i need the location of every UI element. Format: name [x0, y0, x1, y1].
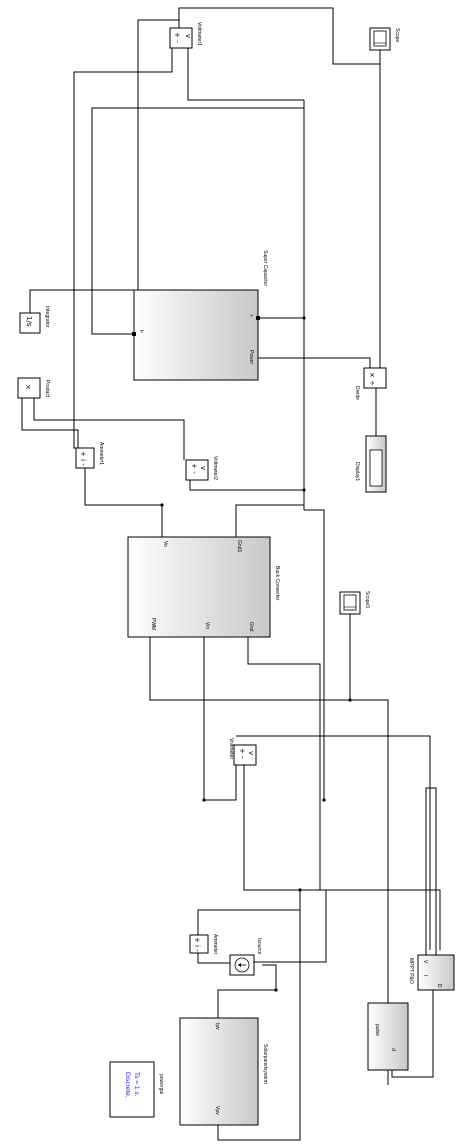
- integrator-label: Integrator: [44, 306, 50, 328]
- solar-port-vpv: Vpv: [214, 1106, 220, 1115]
- powergui-label: powergui: [158, 1074, 164, 1094]
- wire-ammeter-isource[interactable]: [197, 953, 230, 964]
- scope3-block[interactable]: Scope3: [339, 591, 370, 615]
- scope-label: Scope: [394, 28, 400, 42]
- solar-panel-label: Solarpanelsystem: [262, 1044, 268, 1084]
- svg-text:+ -: + -: [173, 32, 181, 43]
- voltmeter1-label: Voltmeter1: [196, 22, 202, 46]
- scope3-label: Scope3: [364, 591, 370, 608]
- voltmeter-block[interactable]: + - v Voltmeter: [228, 738, 257, 766]
- junction-dot: [302, 316, 306, 320]
- pulse-port-d: d: [390, 1048, 396, 1051]
- isource-block[interactable]: Isource: [229, 938, 262, 976]
- svg-text:+ -: + -: [190, 463, 198, 474]
- wire-solar-vpv[interactable]: [217, 890, 301, 1141]
- wire-pwm-pulse[interactable]: [149, 637, 389, 1085]
- wire-buck-gnd[interactable]: [247, 637, 321, 890]
- display1-block[interactable]: Display1: [354, 435, 387, 493]
- solar-port-ipv: Ipv: [214, 1023, 220, 1030]
- product-label: Product: [44, 380, 50, 398]
- svg-text:+ i -: + i -: [193, 937, 201, 952]
- wire-ammeter-top[interactable]: [197, 909, 300, 935]
- mppt-port-i: I: [422, 975, 428, 976]
- wire-voltmeter1-plus[interactable]: [73, 46, 173, 449]
- wire-buck-gnd1[interactable]: [235, 504, 305, 537]
- ammeter1-block[interactable]: + i - Ammeter1: [75, 442, 104, 469]
- junction-dot: [348, 698, 352, 702]
- divide-label: Divide: [354, 386, 360, 400]
- supercapacitor-port-power: Power: [248, 350, 254, 365]
- wire-supercap-ir[interactable]: [91, 107, 304, 335]
- supercapacitor-port-plus: +: [248, 314, 254, 317]
- ammeter1-label: Ammeter1: [98, 442, 104, 465]
- buck-port-gnd: Gnd: [248, 622, 254, 632]
- svg-text:+ i -: + i -: [79, 451, 87, 466]
- solar-panel-block[interactable]: Solarpanelsystem Ipv Vpv: [179, 1017, 268, 1126]
- pulse-block[interactable]: pulse d: [367, 1002, 409, 1071]
- wire-product-voltmeter2[interactable]: [33, 398, 185, 460]
- buck-port-vin: Vin: [204, 622, 210, 629]
- wire-voltmeter-mppt[interactable]: [236, 735, 431, 950]
- buck-converter-label: Buck Converter: [274, 566, 280, 601]
- port-marker: [256, 316, 260, 320]
- junction-dots: [160, 316, 352, 992]
- svg-text:×: ×: [24, 384, 32, 390]
- wire-voltmeter1-to-scope[interactable]: [178, 7, 381, 65]
- wire-supercap-power[interactable]: [258, 357, 371, 368]
- svg-text:+ -: + -: [238, 748, 246, 759]
- ammeter-block[interactable]: + i - Ammeter: [189, 934, 218, 955]
- wire-mppt-pulse[interactable]: [391, 990, 434, 1078]
- ammeter-label: Ammeter: [212, 934, 218, 955]
- supercapacitor-label: Super Capacitor: [262, 250, 268, 286]
- junction-dot: [302, 488, 306, 492]
- mppt-port-d: D: [436, 984, 442, 988]
- voltmeter1-block[interactable]: + - v Voltmeter1: [169, 22, 202, 49]
- wire-isource-gnd[interactable]: [254, 890, 327, 963]
- wire-voltmeter-minus[interactable]: [243, 765, 441, 950]
- buck-converter-block[interactable]: Buck Converter Vo Gnd1 PWM Vin Gnd: [127, 536, 280, 638]
- divide-block[interactable]: × ÷ Divide: [354, 367, 387, 400]
- mppt-label: MPPT P&O: [408, 958, 414, 984]
- isource-label: Isource: [256, 938, 262, 955]
- buck-port-pwm: PWM: [150, 618, 156, 630]
- junction-dot: [160, 503, 164, 507]
- wire-right-gnd[interactable]: [304, 509, 325, 800]
- voltmeter-label: Voltmeter: [228, 738, 234, 759]
- junction-dot: [298, 888, 302, 892]
- junction-dot: [274, 988, 278, 992]
- supercapacitor-port-ir: Ir: [138, 330, 144, 333]
- mppt-block[interactable]: V I D MPPT P&O: [408, 954, 455, 991]
- product-block[interactable]: × Product: [17, 377, 50, 399]
- wire-voltmeter2-minus[interactable]: [189, 480, 304, 491]
- svg-text:v: v: [184, 34, 192, 38]
- signal-wires: [21, 7, 441, 1141]
- port-marker: [132, 332, 136, 336]
- svg-text:v: v: [199, 466, 207, 470]
- integrator-block[interactable]: 1/s Integrator: [19, 306, 50, 334]
- wire-mppt-inputs[interactable]: [425, 787, 437, 955]
- buck-port-vo: Vo: [162, 541, 168, 547]
- integrator-symbol: 1/s: [25, 316, 33, 327]
- voltmeter2-label: Voltmeter2: [212, 456, 218, 480]
- powergui-block[interactable]: Discrete, Ts = 1 s. powergui: [109, 1061, 164, 1118]
- powergui-ts: Ts = 1 s.: [133, 1072, 140, 1097]
- pulse-label: pulse: [374, 1024, 380, 1036]
- display1-label: Display1: [354, 462, 360, 481]
- wire-ammeter1-buck-vo[interactable]: [84, 468, 163, 537]
- buck-port-gnd1: Gnd1: [236, 540, 242, 552]
- voltmeter2-block[interactable]: + - v Voltmeter2: [185, 456, 218, 481]
- wire-voltmeter1-integrator[interactable]: [29, 19, 179, 313]
- powergui-mode: Discrete,: [124, 1072, 131, 1098]
- svg-text:× ÷: × ÷: [368, 372, 376, 386]
- wire-voltmeter1-minus[interactable]: [187, 46, 304, 101]
- wire-product-ammeter1[interactable]: [21, 398, 79, 448]
- mppt-port-v: V: [422, 960, 428, 964]
- junction-dot: [322, 798, 326, 802]
- scope-block[interactable]: Scope: [369, 27, 400, 51]
- supercapacitor-block[interactable]: Super Capacitor Ir + Power: [132, 250, 268, 381]
- svg-text:v: v: [247, 751, 255, 755]
- wire-buck-vin[interactable]: [203, 637, 237, 801]
- junction-dot: [202, 798, 206, 802]
